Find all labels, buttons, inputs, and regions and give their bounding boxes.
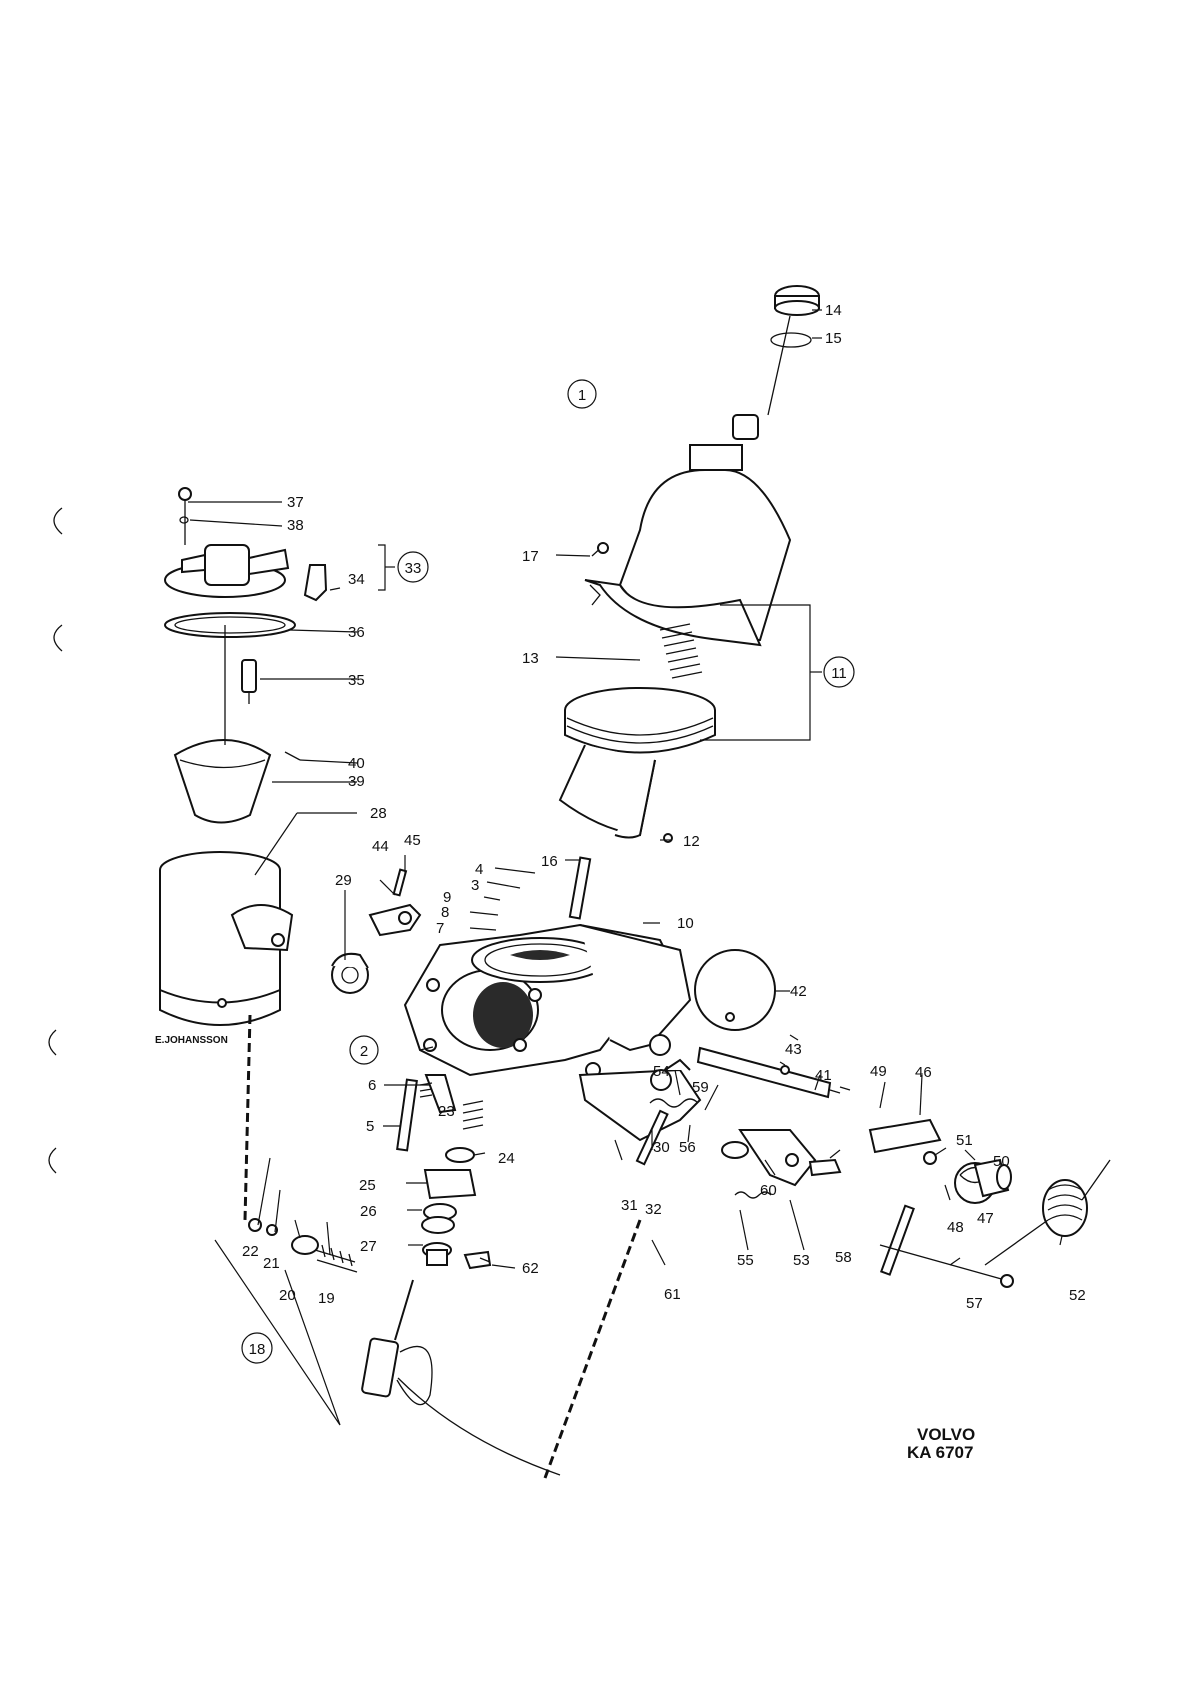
callout-52: 52 (1069, 1287, 1086, 1304)
throttle-lever-assembly (868, 1118, 1014, 1288)
jet-tube (361, 1279, 561, 1476)
jet-assembly (396, 1074, 484, 1266)
callout-12: 12 (683, 833, 700, 850)
callout-49: 49 (870, 1063, 887, 1080)
callout-60: 60 (760, 1182, 777, 1199)
callout-39: 39 (348, 773, 365, 790)
callout-4: 4 (475, 861, 483, 878)
needle-and-screw (568, 542, 673, 920)
callout-2: 2 (360, 1043, 368, 1060)
callout-14: 14 (825, 302, 842, 319)
illustrator-signature: E.JOHANSSON (155, 1035, 228, 1046)
callout-43: 43 (785, 1041, 802, 1058)
callout-42: 42 (790, 983, 807, 1000)
callout-57: 57 (966, 1295, 983, 1312)
jet-linkage (331, 952, 369, 994)
callout-50: 50 (993, 1153, 1010, 1170)
callout-47: 47 (977, 1210, 994, 1227)
callout-25: 25 (359, 1177, 376, 1194)
callout-22: 22 (242, 1243, 259, 1260)
throttle-spindle (696, 1046, 851, 1099)
callout-6: 6 (368, 1077, 376, 1094)
callout-45: 45 (404, 832, 421, 849)
figure-code: KA 6707 (907, 1443, 973, 1462)
callout-13: 13 (522, 650, 539, 667)
callout-16: 16 (541, 853, 558, 870)
callout-61: 61 (664, 1286, 681, 1303)
callout-19: 19 (318, 1290, 335, 1307)
callout-11: 11 (831, 665, 847, 682)
callout-51: 51 (956, 1132, 973, 1149)
callout-15: 15 (825, 330, 842, 347)
callout-62: 62 (522, 1260, 539, 1277)
float-chamber (159, 851, 294, 1026)
needle-valve (241, 659, 257, 704)
callout-29: 29 (335, 872, 352, 889)
callout-7: 7 (436, 920, 444, 937)
callout-55: 55 (737, 1252, 754, 1269)
callout-28: 28 (370, 805, 387, 822)
piston-spring (659, 623, 703, 679)
callout-33: 33 (405, 560, 422, 577)
callout-26: 26 (360, 1203, 377, 1220)
float (173, 625, 301, 824)
callout-20: 20 (279, 1287, 296, 1304)
callout-21: 21 (263, 1255, 280, 1272)
fuel-pipe-dashed (243, 1014, 642, 1479)
binding-holes (48, 507, 63, 1174)
piston-damper-cap (732, 285, 820, 440)
throttle-stop (973, 1158, 1012, 1198)
carburettor-body (403, 923, 692, 1078)
spindle-springs (649, 1098, 772, 1199)
link-plate (368, 868, 422, 937)
callout-23: 23 (438, 1103, 455, 1120)
callout-27: 27 (360, 1238, 377, 1255)
callout-24: 24 (498, 1150, 515, 1167)
group-brackets (214, 544, 822, 1426)
callout-labels: 1 2 3 4 5 6 7 8 9 10 11 12 13 14 15 16 1… (241, 302, 1086, 1364)
callout-44: 44 (372, 838, 389, 855)
callout-58: 58 (835, 1249, 852, 1266)
callout-37: 37 (287, 494, 304, 511)
callout-1: 1 (578, 387, 586, 404)
callout-41: 41 (815, 1067, 832, 1084)
callout-59: 59 (692, 1079, 709, 1096)
callout-32: 32 (645, 1201, 662, 1218)
callout-10: 10 (677, 915, 694, 932)
callout-48: 48 (947, 1219, 964, 1236)
callout-34: 34 (348, 571, 365, 588)
float-chamber-cover (164, 487, 328, 602)
choke-lever (578, 1058, 702, 1166)
callout-5: 5 (366, 1118, 374, 1135)
callout-40: 40 (348, 755, 365, 772)
callout-36: 36 (348, 624, 365, 641)
callout-46: 46 (915, 1064, 932, 1081)
callout-30: 30 (653, 1139, 670, 1156)
leader-lines (188, 309, 1063, 1269)
callout-56: 56 (679, 1139, 696, 1156)
piston (558, 687, 716, 839)
callout-9: 9 (443, 889, 451, 906)
callout-38: 38 (287, 517, 304, 534)
fast-idle-cam (738, 1129, 842, 1187)
callout-35: 35 (348, 672, 365, 689)
callout-31: 31 (621, 1197, 638, 1214)
callout-17: 17 (522, 548, 539, 565)
return-spring (984, 1159, 1111, 1266)
callout-18: 18 (249, 1341, 266, 1358)
suction-chamber (584, 444, 792, 647)
float-chamber-gasket (164, 612, 296, 638)
callout-3: 3 (471, 877, 479, 894)
linkage-clip (463, 1250, 492, 1270)
callout-53: 53 (793, 1252, 810, 1269)
brand-mark: VOLVO (917, 1425, 975, 1444)
callout-54: 54 (653, 1063, 670, 1080)
banjo-union (248, 1218, 358, 1273)
callout-8: 8 (441, 904, 449, 921)
throttle-disc (694, 949, 776, 1031)
